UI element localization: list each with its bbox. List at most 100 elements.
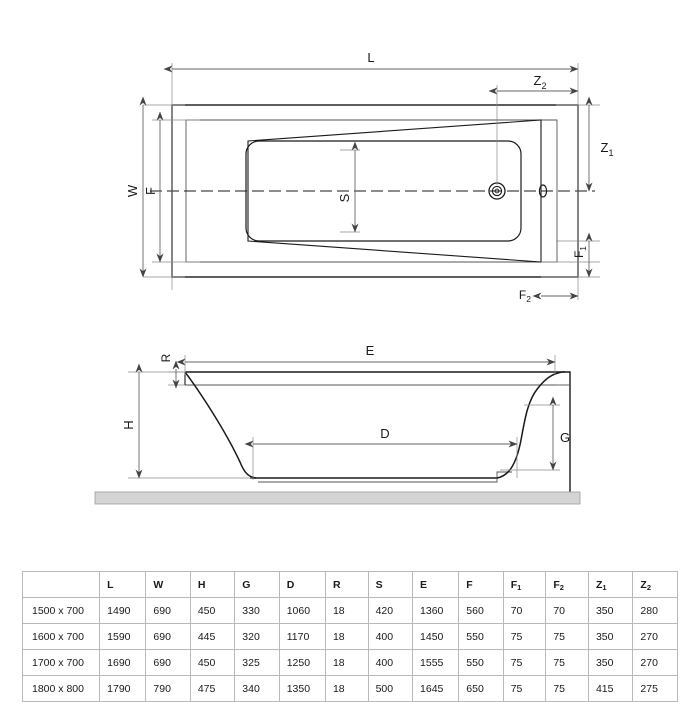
dimension-H: H <box>121 363 143 479</box>
table-cell-D: 1350 <box>278 675 326 702</box>
table-cell-F: 650 <box>458 675 504 702</box>
dimension-L: L <box>163 50 579 73</box>
table-cell-W: 690 <box>145 649 191 676</box>
table-cell-S: 500 <box>367 675 414 702</box>
label-D: D <box>380 426 389 441</box>
table-header-E: E <box>412 571 460 598</box>
label-Z1: Z1 <box>601 140 614 158</box>
table-cell-Z2: 275 <box>632 675 678 702</box>
table-cell-L: 1790 <box>99 675 147 702</box>
table-header-Z1: Z1 <box>587 571 634 598</box>
dimension-D: D <box>244 426 518 448</box>
label-Z2: Z2 <box>534 73 547 91</box>
dimension-S: S <box>337 141 359 233</box>
table-cell-size: 1800 x 800 <box>21 675 101 702</box>
side-view-extension-lines <box>128 355 560 480</box>
table-cell-D: 1250 <box>278 649 326 676</box>
table-cell-Z1: 350 <box>587 649 634 676</box>
floor-ground-line <box>94 491 581 505</box>
table-header-L: L <box>99 571 147 598</box>
label-L: L <box>367 50 374 65</box>
table-header-H: H <box>189 571 236 598</box>
label-H: H <box>121 420 136 429</box>
table-header-F1: F1 <box>502 571 547 598</box>
table-cell-F2: 75 <box>545 649 589 676</box>
dimension-F2: F2 <box>519 288 579 304</box>
label-W: W <box>125 184 140 197</box>
table-cell-F2: 75 <box>545 623 589 650</box>
table-cell-R: 18 <box>324 649 369 676</box>
right-apron <box>562 371 571 492</box>
table-cell-Z1: 415 <box>587 675 634 702</box>
left-wall-profile <box>184 371 257 479</box>
table-cell-size: 1600 x 700 <box>21 623 101 650</box>
table-cell-G: 325 <box>234 649 280 676</box>
table-cell-Z1: 350 <box>587 623 634 650</box>
top-view: L Z2 W F S <box>125 50 613 304</box>
table-cell-F1: 75 <box>502 623 547 650</box>
label-F1: F1 <box>572 246 588 258</box>
table-cell-H: 450 <box>189 597 236 624</box>
table-cell-G: 330 <box>234 597 280 624</box>
table-cell-D: 1170 <box>278 623 326 650</box>
table-cell-S: 420 <box>367 597 414 624</box>
table-header-size <box>21 571 101 598</box>
right-wall-profile <box>496 371 563 479</box>
table-cell-H: 475 <box>189 675 236 702</box>
table-cell-F1: 75 <box>502 675 547 702</box>
table-cell-H: 445 <box>189 623 236 650</box>
table-header-F: F <box>458 571 504 598</box>
table-cell-L: 1590 <box>99 623 147 650</box>
table-cell-L: 1490 <box>99 597 147 624</box>
top-view-extension-lines <box>143 63 600 300</box>
table-cell-E: 1360 <box>412 597 460 624</box>
table-header-F2: F2 <box>545 571 589 598</box>
table-cell-S: 400 <box>367 649 414 676</box>
table-header-Z2: Z2 <box>632 571 678 598</box>
table-cell-R: 18 <box>324 623 369 650</box>
dimension-R: R <box>159 353 180 389</box>
table-cell-E: 1645 <box>412 675 460 702</box>
table-cell-G: 340 <box>234 675 280 702</box>
table-cell-F: 560 <box>458 597 504 624</box>
table-cell-F2: 75 <box>545 675 589 702</box>
dimension-F1: F1 <box>572 232 593 278</box>
table-header-D: D <box>278 571 326 598</box>
table-cell-F1: 70 <box>502 597 547 624</box>
table-cell-L: 1690 <box>99 649 147 676</box>
side-elevation-view: E D H R G <box>94 343 581 505</box>
label-G: G <box>560 430 570 445</box>
tub-bottom-inner-line <box>258 471 512 483</box>
table-cell-size: 1500 x 700 <box>21 597 101 624</box>
dimension-G: G <box>549 396 570 471</box>
table-cell-H: 450 <box>189 649 236 676</box>
table-cell-F: 550 <box>458 623 504 650</box>
label-R: R <box>159 353 173 362</box>
table-cell-F: 550 <box>458 649 504 676</box>
dimension-E: E <box>176 343 556 366</box>
label-S: S <box>337 193 352 202</box>
dimension-F: F <box>143 111 164 263</box>
table-cell-E: 1450 <box>412 623 460 650</box>
table-cell-size: 1700 x 700 <box>21 649 101 676</box>
table-cell-G: 320 <box>234 623 280 650</box>
label-E: E <box>366 343 375 358</box>
label-F: F <box>143 187 158 195</box>
dimension-W: W <box>125 96 147 278</box>
dimension-Z2: Z2 <box>488 73 579 95</box>
table-header-W: W <box>145 571 191 598</box>
table-cell-R: 18 <box>324 597 369 624</box>
dimension-Z1: Z1 <box>585 96 614 192</box>
table-cell-Z2: 270 <box>632 623 678 650</box>
table-cell-F2: 70 <box>545 597 589 624</box>
table-cell-W: 790 <box>145 675 191 702</box>
table-header-S: S <box>367 571 414 598</box>
